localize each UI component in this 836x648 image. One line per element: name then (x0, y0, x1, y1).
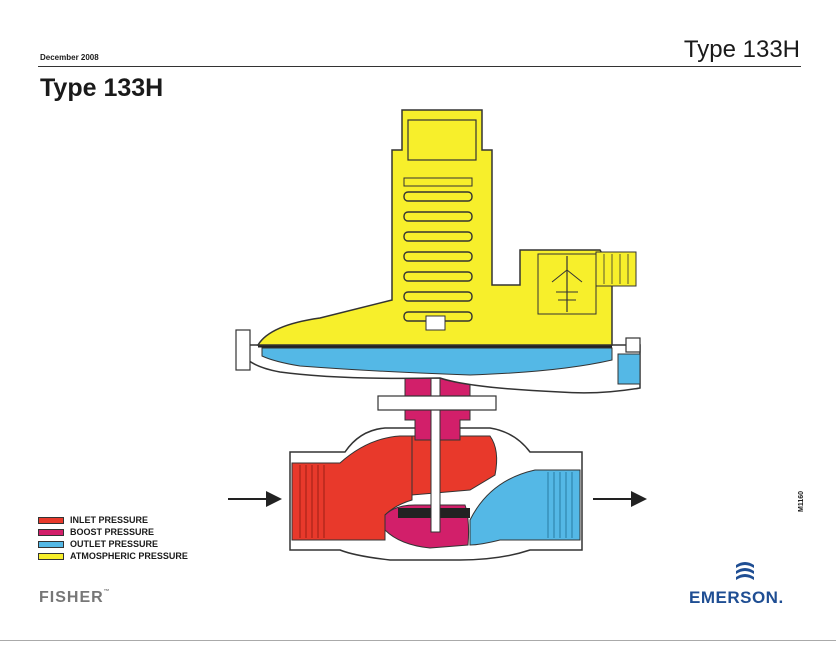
legend-swatch-atmospheric (38, 552, 64, 560)
spring-seat (403, 177, 473, 187)
legend-swatch-inlet (38, 516, 64, 524)
vent-screen (595, 251, 637, 287)
relief-valve (537, 253, 597, 315)
legend-swatch-boost (38, 528, 64, 536)
document-date: December 2008 (40, 53, 99, 62)
fisher-logo: FISHER™ (39, 589, 111, 606)
legend-label: OUTLET PRESSURE (70, 539, 159, 549)
control-spring (403, 191, 473, 322)
legend-item-boost: BOOST PRESSURE (38, 526, 188, 538)
page-title: Type 133H (40, 74, 164, 102)
legend-label: INLET PRESSURE (70, 515, 149, 525)
outlet-pressure-port (617, 353, 641, 385)
legend-label: ATMOSPHERIC PRESSURE (70, 551, 188, 561)
legend-swatch-outlet (38, 540, 64, 548)
outlet-pressure-diaphragm-area (261, 347, 613, 376)
outlet-threads (547, 472, 573, 538)
adjusting-screw-cap (407, 119, 477, 161)
header-rule (38, 66, 801, 67)
right-casing-bolt (625, 337, 641, 353)
emerson-wordmark: EMERSON. (689, 588, 784, 607)
footer-rule (0, 640, 836, 641)
atmospheric-upper-casing (256, 109, 613, 346)
left-casing-bolt (235, 329, 251, 371)
pressure-legend: INLET PRESSURE BOOST PRESSURE OUTLET PRE… (38, 514, 188, 562)
legend-item-outlet: OUTLET PRESSURE (38, 538, 188, 550)
bonnet-flange (377, 395, 497, 411)
outlet-pressure-region (469, 469, 581, 546)
fisher-wordmark: FISHER (39, 589, 104, 606)
legend-item-inlet: INLET PRESSURE (38, 514, 188, 526)
figure-number: M1160 (798, 490, 805, 512)
legend-item-atmospheric: ATMOSPHERIC PRESSURE (38, 550, 188, 562)
legend-label: BOOST PRESSURE (70, 527, 155, 537)
header-title: Type 133H (683, 36, 800, 63)
emerson-logo-icon (736, 562, 754, 580)
inlet-threads (299, 465, 325, 538)
stem-nut (425, 315, 446, 331)
